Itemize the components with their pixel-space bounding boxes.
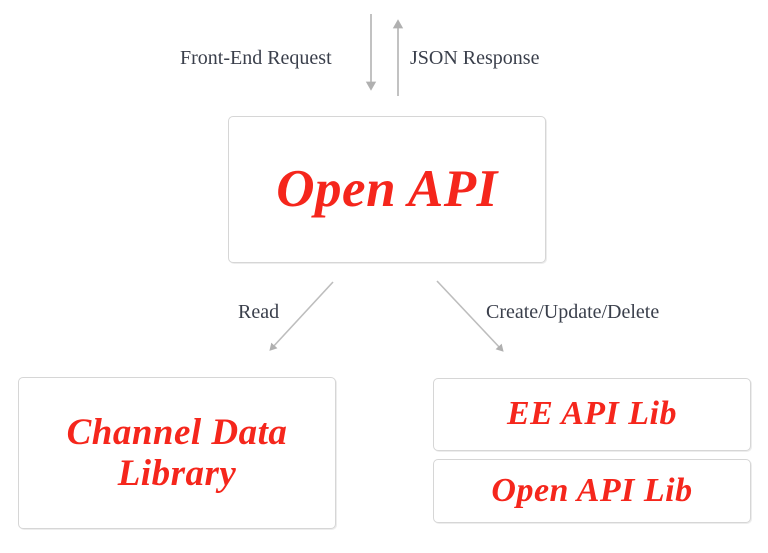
node-ee-api-lib[interactable]: EE API Lib (433, 378, 751, 451)
node-open-api-lib-label: Open API Lib (491, 471, 693, 509)
edge-label-create-update-delete: Create/Update/Delete (486, 301, 660, 323)
node-ee-api-lib-label: EE API Lib (507, 395, 677, 433)
node-channel-data-library-label: Channel Data Library (66, 411, 288, 494)
node-open-api[interactable]: Open API (228, 116, 546, 263)
node-open-api-lib[interactable]: Open API Lib (433, 459, 751, 523)
edge-label-read: Read (238, 301, 280, 323)
arrow-read (269, 281, 334, 351)
node-channel-data-library[interactable]: Channel Data Library (18, 377, 336, 529)
edge-label-front-end-request: Front-End Request (180, 47, 332, 69)
edge-label-json-response: JSON Response (410, 47, 540, 69)
node-open-api-label: Open API (276, 159, 498, 218)
